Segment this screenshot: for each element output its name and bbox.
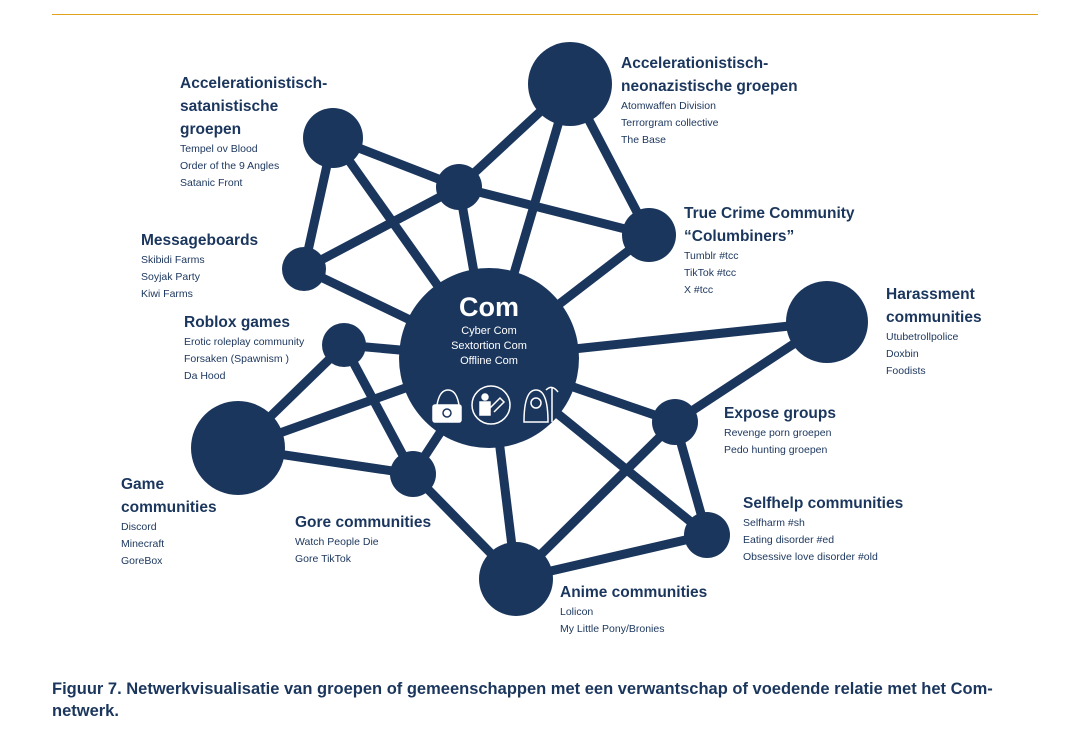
label-anime: Anime communities Lolicon My Little Pony… [560, 581, 707, 638]
com-item: Cyber Com [461, 325, 517, 337]
node-item: The Base [621, 134, 666, 146]
label-game: Game communities Discord Minecraft GoreB… [121, 473, 217, 570]
label-acc-sat: Accelerationistisch- satanistische groep… [180, 72, 327, 192]
label-gore: Gore communities Watch People Die Gore T… [295, 511, 431, 568]
node-hub [436, 164, 482, 210]
com-node-label: Com Cyber Com Sextortion Com Offline Com [399, 290, 579, 369]
node-item: Pedo hunting groepen [724, 444, 828, 456]
com-item: Sextortion Com [451, 340, 527, 352]
node-title: neonazistische groepen [621, 78, 798, 95]
node-item: Foodists [886, 365, 926, 377]
node-item: Erotic roleplay community [184, 336, 305, 348]
label-roblox: Roblox games Erotic roleplay community F… [184, 311, 304, 385]
node-item: My Little Pony/Bronies [560, 623, 665, 635]
node-item: Minecraft [121, 538, 165, 550]
node-item: Soyjak Party [141, 271, 200, 283]
node-item: Doxbin [886, 348, 919, 360]
node-item: Selfharm #sh [743, 517, 805, 529]
node-item: Terrorgram collective [621, 117, 719, 129]
node-title: Accelerationistisch- [621, 55, 769, 72]
com-item: Offline Com [460, 355, 518, 367]
com-title: Com [459, 292, 519, 322]
label-expose: Expose groups Revenge porn groepen Pedo … [724, 402, 836, 459]
node-item: Tempel ov Blood [180, 143, 258, 155]
node-item: Da Hood [184, 370, 226, 382]
node-selfhelp [684, 512, 730, 558]
node-acc_sat [303, 108, 363, 168]
node-item: Skibidi Farms [141, 254, 205, 266]
node-item: Tumblr #tcc [684, 250, 739, 262]
node-harassment [786, 281, 868, 363]
node-title: communities [121, 499, 217, 516]
node-title: Harassment [886, 286, 975, 303]
node-item: Atomwaffen Division [621, 100, 716, 112]
node-title: Selfhelp communities [743, 495, 904, 512]
node-gore [390, 451, 436, 497]
node-item: Order of the 9 Angles [180, 160, 280, 172]
node-title: Messageboards [141, 232, 259, 249]
node-item: GoreBox [121, 555, 163, 567]
top-rule [52, 14, 1038, 15]
node-title: “Columbiners” [684, 228, 795, 245]
node-title: groepen [180, 121, 242, 138]
node-item: Satanic Front [180, 177, 243, 189]
node-item: Gore TikTok [295, 553, 352, 565]
node-item: Watch People Die [295, 536, 379, 548]
label-selfhelp: Selfhelp communities Selfharm #sh Eating… [743, 492, 903, 566]
node-item: Eating disorder #ed [743, 534, 835, 546]
node-title: Roblox games [184, 314, 290, 331]
node-title: Gore communities [295, 514, 432, 531]
node-item: X #tcc [684, 284, 714, 296]
node-game [191, 401, 285, 495]
node-item: TikTok #tcc [684, 267, 737, 279]
node-title: Accelerationistisch- [180, 75, 328, 92]
node-anime [479, 542, 553, 616]
node-acc_neo [528, 42, 612, 126]
node-item: Kiwi Farms [141, 288, 193, 300]
node-item: Discord [121, 521, 157, 533]
edge-hub-messageboards [301, 183, 462, 273]
edge-hub-true_crime [457, 182, 651, 240]
label-messageboards: Messageboards Skibidi Farms Soyjak Party… [141, 229, 258, 303]
edge-expose-anime [512, 418, 679, 583]
node-title: Anime communities [560, 584, 708, 601]
edge-roblox-gore [340, 342, 417, 477]
node-item: Forsaken (Spawnism ) [184, 353, 290, 365]
node-title: Expose groups [724, 405, 836, 422]
label-true-crime: True Crime Community “Columbiners” Tumbl… [684, 202, 855, 299]
node-messageboards [282, 247, 326, 291]
node-title: True Crime Community [684, 205, 855, 222]
node-item: Lolicon [560, 606, 594, 618]
node-title: communities [886, 309, 982, 326]
node-expose [652, 399, 698, 445]
node-item: Obsessive love disorder #old [743, 551, 878, 563]
node-item: Utubetrollpolice [886, 331, 959, 343]
node-title: Game [121, 476, 165, 493]
node-title: satanistische [180, 98, 279, 115]
label-harassment: Harassment communities Utubetrollpolice … [886, 283, 982, 380]
label-acc-neo: Accelerationistisch- neonazistische groe… [621, 52, 798, 149]
node-true_crime [622, 208, 676, 262]
node-item: Revenge porn groepen [724, 427, 832, 439]
node-roblox [322, 323, 366, 367]
figure-caption: Figuur 7. Netwerkvisualisatie van groepe… [52, 680, 993, 720]
